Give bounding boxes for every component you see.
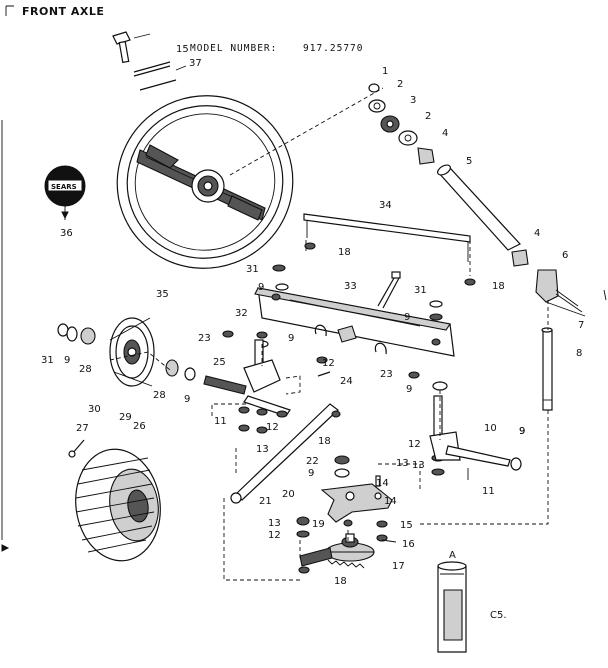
callout: 9 [308, 468, 314, 479]
callout: 12 [266, 422, 279, 433]
figure-code: C5. [490, 610, 507, 621]
axle-beam-32 [254, 287, 455, 357]
spindle-right-10 [429, 395, 511, 480]
callout: 11 [482, 486, 495, 497]
callout: 9 [258, 282, 264, 293]
callout: 21 [259, 496, 272, 507]
callout: 9 [184, 394, 190, 405]
callout: 13 [412, 460, 425, 471]
callout: 18 [338, 247, 351, 258]
callout: 37 [189, 58, 202, 69]
callout: 23 [380, 369, 393, 380]
part-15-pin [133, 61, 171, 77]
callout: 9 [404, 312, 410, 323]
callout: 32 [235, 308, 248, 319]
header: FRONT AXLE MODEL NUMBER: 917.25770 [5, 5, 363, 54]
part-8-shaft [541, 327, 553, 411]
gear-17 [299, 533, 375, 569]
callout: 31 [246, 264, 259, 275]
emblem-text: SEARS [51, 183, 77, 191]
leader-lines [109, 240, 549, 581]
callout: 27 [76, 423, 89, 434]
callout: 9 [406, 384, 412, 395]
callout: 9 [64, 355, 70, 366]
callout: 6 [562, 250, 568, 261]
bearings [57, 323, 196, 381]
callout: 35 [156, 289, 169, 300]
callout: 12 [408, 439, 421, 450]
spindle-25 [203, 339, 291, 434]
callout: 36 [60, 228, 73, 239]
steering-arm-20 [320, 475, 393, 523]
part-16 [381, 539, 397, 543]
callout: 2 [425, 111, 431, 122]
tie-rod-21 [230, 403, 341, 504]
callout: 31 [41, 355, 54, 366]
part-14-bolt [112, 31, 151, 64]
part-33-bolt [377, 271, 401, 309]
callout: 2 [397, 79, 403, 90]
callout: 13 [396, 458, 409, 469]
drag-link-34 [303, 213, 476, 286]
callout: 18 [318, 436, 331, 447]
callout: 12 [268, 530, 281, 541]
edge-marks [1, 120, 607, 552]
callout: 22 [306, 456, 319, 467]
callout: 13 [268, 518, 281, 529]
callout: 8 [576, 348, 582, 359]
part-37-pin [139, 65, 187, 91]
callout: 18 [334, 576, 347, 587]
callout: 20 [282, 489, 295, 500]
callout-labels: 1 2 3 2 4 5 4 6 7 8 9 10 11 12 13 14 15 … [41, 44, 584, 621]
callout-a: A [449, 550, 456, 561]
callout: 9 [519, 426, 525, 437]
callout: 4 [534, 228, 540, 239]
callout: 14 [384, 496, 397, 507]
washers [222, 264, 522, 574]
callout: 28 [153, 390, 166, 401]
callout: 19 [312, 519, 325, 530]
pin-24 [317, 371, 331, 377]
callout: 30 [88, 404, 101, 415]
callout: 15 [400, 520, 413, 531]
callout: 24 [340, 376, 353, 387]
callout: 26 [133, 421, 146, 432]
callout: 9 [519, 426, 525, 437]
callout: 5 [466, 156, 472, 167]
callout: 31 [414, 285, 427, 296]
wheel-rim-29 [109, 317, 155, 387]
callout: 33 [344, 281, 357, 292]
callout: 9 [288, 333, 294, 344]
callout: 7 [578, 320, 584, 331]
column-parts [368, 83, 586, 317]
screw-27 [68, 439, 85, 458]
callout: 29 [119, 412, 132, 423]
callout: 14 [376, 478, 389, 489]
callout: 28 [79, 364, 92, 375]
model-label: MODEL NUMBER: [190, 43, 277, 54]
callout: 13 [256, 444, 269, 455]
cylinder-a [437, 561, 467, 653]
callout: 4 [442, 128, 448, 139]
callout: 10 [484, 423, 497, 434]
callout: 12 [322, 358, 335, 369]
callout: 25 [213, 357, 226, 368]
tire-26 [75, 448, 161, 562]
steering-wheel [116, 87, 384, 269]
callout: 17 [392, 561, 405, 572]
model-number: 917.25770 [303, 43, 363, 54]
callout: 34 [379, 200, 392, 211]
emblem-36: SEARS [44, 165, 86, 220]
callout: 16 [402, 539, 415, 550]
callout: 23 [198, 333, 211, 344]
callout: 1 [382, 66, 388, 77]
callout: 11 [214, 416, 227, 427]
callout: 15 [176, 44, 189, 55]
callout: 3 [410, 95, 416, 106]
diagram-title: FRONT AXLE [22, 5, 104, 18]
callout: 18 [492, 281, 505, 292]
